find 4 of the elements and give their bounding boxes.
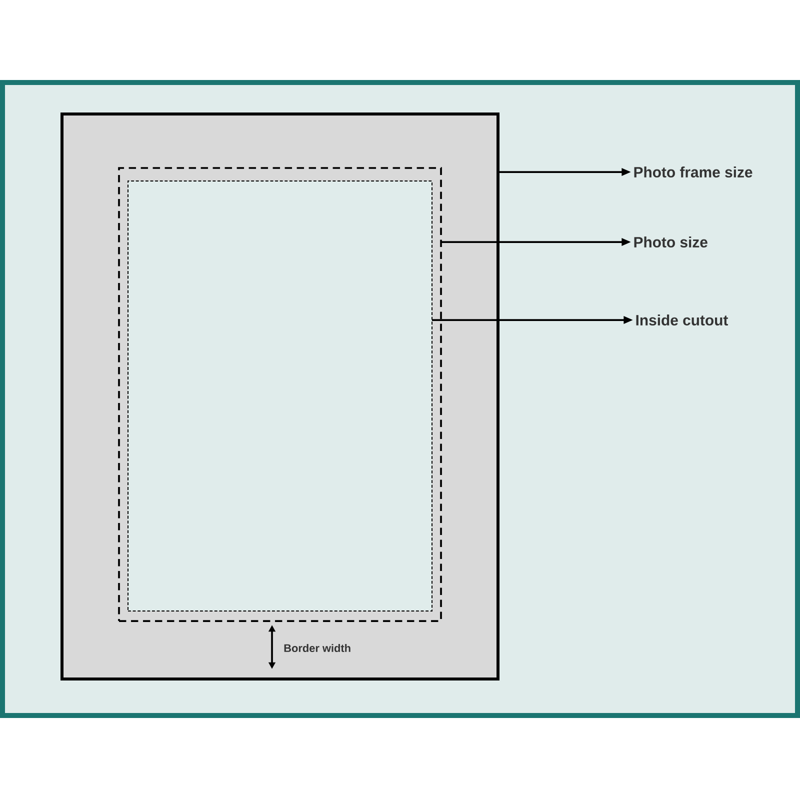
dimension-label: Border width <box>284 644 350 652</box>
callout-label: Photo size <box>634 236 708 248</box>
callout-label: Photo frame size <box>634 166 752 178</box>
callout-label: Inside cutout <box>636 314 728 326</box>
